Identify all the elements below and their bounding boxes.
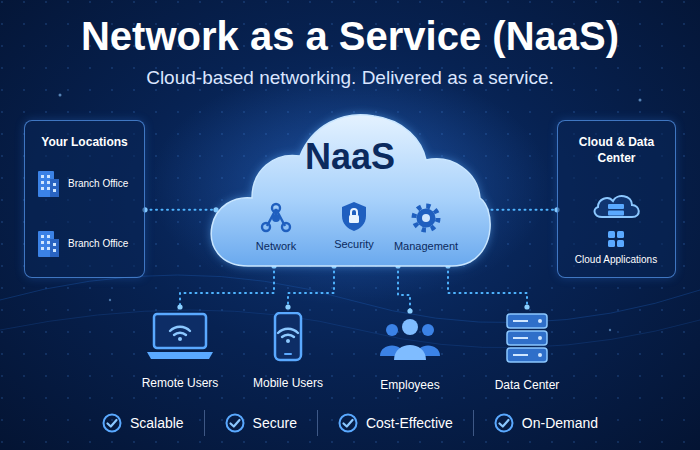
subtitle: Cloud-based networking. Delivered as a s…: [0, 67, 700, 89]
gear-icon: [410, 202, 442, 234]
building-icon: [35, 167, 61, 199]
node-label: Data Center: [495, 378, 560, 392]
apps-icon: [586, 187, 646, 249]
dotted-connector: [448, 266, 527, 307]
benefit-item: Secure: [204, 410, 317, 436]
node-label: Employees: [380, 378, 439, 392]
panel-heading: Your Locations: [25, 121, 144, 151]
branch-office: Branch Office: [35, 167, 141, 199]
check-icon: [494, 413, 514, 433]
check-icon: [102, 413, 122, 433]
node-label: Remote Users: [142, 376, 219, 390]
dotted-connector: [486, 209, 557, 211]
people-icon: [378, 316, 442, 362]
network-icon: [260, 202, 292, 234]
node-label: Security: [334, 238, 374, 251]
connector-dot: [407, 308, 412, 313]
dotted-connector: [145, 209, 216, 211]
benefit-item: Cost-Effective: [317, 410, 473, 436]
connector-dot: [177, 304, 182, 309]
phone-icon: [272, 312, 304, 362]
node-label: Mobile Users: [253, 376, 323, 390]
service-item: Network: [241, 202, 311, 253]
user-group: Mobile Users: [243, 312, 333, 390]
cloud-panel: Cloud & Data CenterCloud Applications: [557, 120, 676, 278]
dotted-connector: [288, 266, 334, 307]
building-icon: [35, 227, 61, 259]
node-label: Branch Office: [68, 238, 128, 249]
cloud-app-item: Cloud Applications: [564, 187, 669, 266]
location-panel: Your LocationsBranch OfficeBranch Office: [24, 120, 145, 278]
user-group: Remote Users: [130, 312, 230, 390]
benefit-row: Scalable Secure Cost-Effective On-Demand: [0, 410, 700, 436]
service-item: Management: [386, 202, 466, 253]
dotted-connector: [180, 266, 274, 307]
user-group: Employees: [360, 316, 460, 392]
node-label: Network: [256, 240, 296, 253]
server-icon: [504, 312, 550, 364]
check-icon: [225, 413, 245, 433]
benefit-item: Scalable: [82, 410, 204, 436]
shield-icon: [338, 200, 370, 233]
dotted-connector: [398, 266, 410, 311]
benefit-label: Cost-Effective: [366, 415, 453, 431]
datacenter-item: Data Center: [477, 312, 577, 392]
connector-dot: [524, 304, 529, 309]
cloud-title: NaaS: [208, 136, 492, 178]
node-label: Cloud Applications: [575, 254, 657, 266]
benefit-label: On-Demand: [522, 415, 598, 431]
benefit-label: Scalable: [130, 415, 184, 431]
panel-heading: Cloud & Data Center: [558, 121, 675, 166]
branch-office: Branch Office: [35, 227, 141, 259]
node-label: Branch Office: [68, 178, 128, 189]
connector-dot: [285, 304, 290, 309]
benefit-item: On-Demand: [473, 410, 618, 436]
benefit-label: Secure: [253, 415, 297, 431]
service-item: Security: [319, 200, 389, 251]
naas-cloud: NaaS Network Security Management: [208, 98, 492, 270]
node-label: Management: [394, 240, 458, 253]
check-icon: [338, 413, 358, 433]
title: Network as a Service (NaaS): [0, 14, 700, 59]
laptop-icon: [145, 312, 215, 360]
